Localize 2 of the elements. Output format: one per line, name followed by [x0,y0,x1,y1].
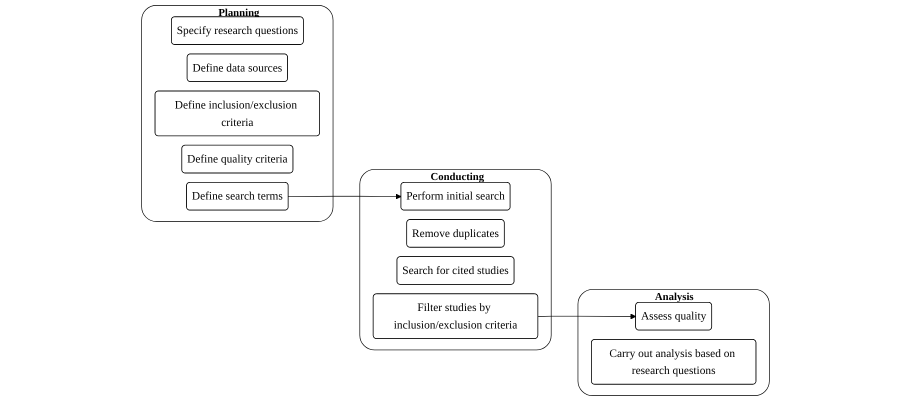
arrow [538,314,636,320]
arrow [288,194,402,200]
